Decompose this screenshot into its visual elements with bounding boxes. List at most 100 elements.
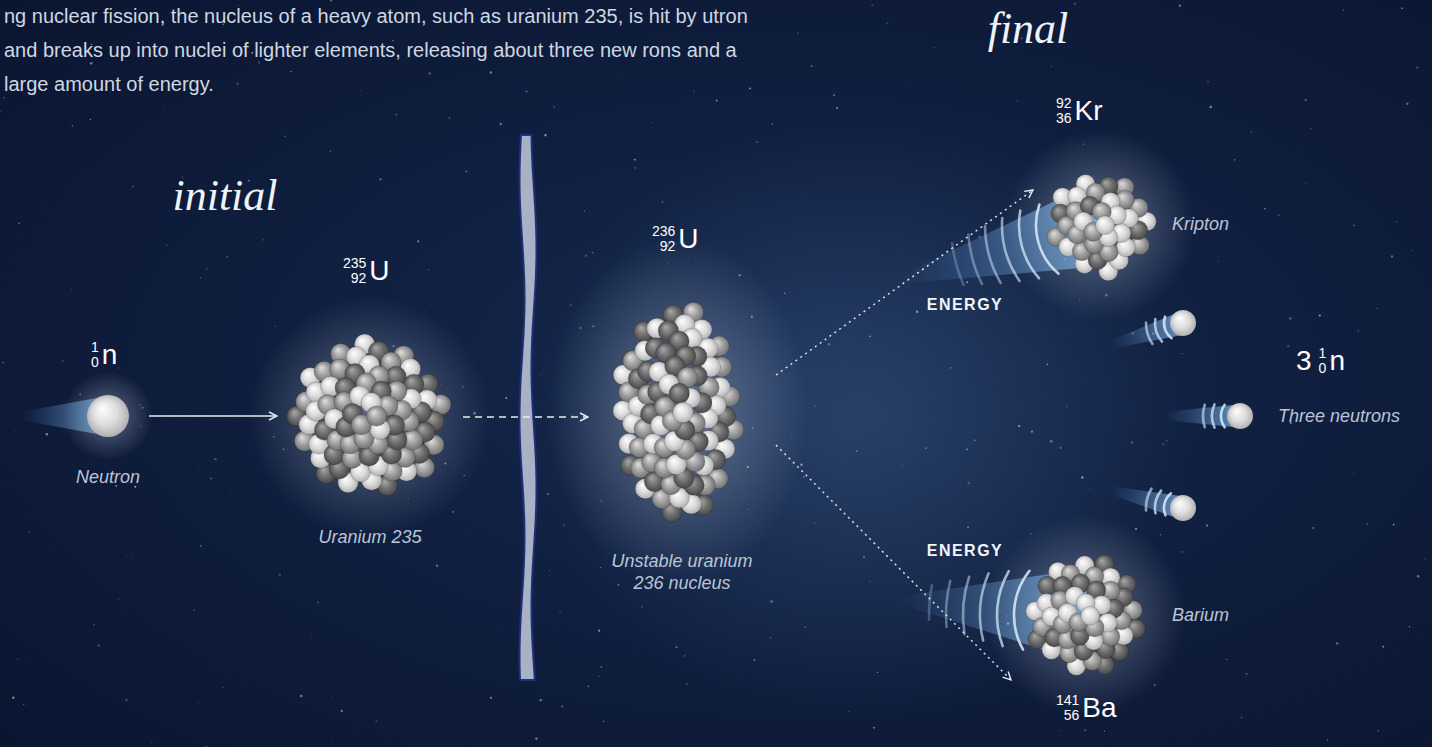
star <box>1278 214 1280 216</box>
label-box: final <box>988 3 1069 54</box>
caption-box: Unstable uranium 236 nucleus <box>597 550 767 594</box>
star <box>206 268 208 270</box>
star <box>1382 646 1384 648</box>
star <box>151 742 152 743</box>
neutron-ball <box>1170 310 1196 336</box>
particle-node: 310nThree neutrons <box>1272 340 1406 433</box>
isotope-notation: 9236Kr <box>1056 96 1103 126</box>
star <box>200 277 201 278</box>
star <box>1179 5 1181 7</box>
particle-caption: Neutron <box>76 466 140 488</box>
star <box>490 71 492 73</box>
star <box>1264 208 1266 210</box>
mass-number: 236 <box>652 224 675 239</box>
reaction-arrow <box>463 416 588 417</box>
star <box>1297 150 1299 152</box>
nucleus-cluster <box>287 334 451 496</box>
star <box>15 430 16 431</box>
star <box>584 211 585 212</box>
star <box>90 62 93 65</box>
star <box>1241 717 1242 718</box>
atomic-number: 36 <box>1056 111 1072 126</box>
star <box>226 256 228 258</box>
star <box>1353 225 1355 227</box>
star <box>300 695 303 698</box>
star <box>601 666 603 668</box>
star <box>535 737 537 739</box>
particle-node: 23692U Unstable uranium 236 nucleus <box>591 218 773 600</box>
star <box>1312 527 1314 529</box>
star <box>93 624 95 626</box>
star <box>126 699 128 701</box>
star <box>598 676 599 677</box>
energy-wave <box>1221 405 1225 427</box>
star <box>553 106 555 108</box>
energy-beam <box>899 185 1111 284</box>
star <box>126 555 127 556</box>
element-symbol: n <box>1329 347 1345 375</box>
mass-number: 1 <box>91 340 99 355</box>
isotope-notation: 23592U <box>343 256 390 286</box>
particle-caption: Uranium 235 <box>318 526 421 548</box>
star <box>1234 159 1235 160</box>
star <box>23 704 24 705</box>
star <box>279 574 281 576</box>
star <box>1147 732 1148 733</box>
star <box>242 566 244 568</box>
star <box>72 125 74 127</box>
element-symbol: U <box>678 225 698 253</box>
star <box>526 90 528 92</box>
star <box>1425 558 1426 559</box>
stage-heading: initial <box>172 170 277 221</box>
star <box>1060 90 1062 92</box>
caption-box: Barium <box>1172 604 1229 626</box>
neutron-ball <box>87 395 129 437</box>
star <box>198 466 200 468</box>
nucleon <box>669 383 689 403</box>
particle-caption: Unstable uranium 236 nucleus <box>597 550 767 594</box>
nucleon-numbers: 10 <box>1319 346 1327 376</box>
star <box>1104 731 1105 732</box>
star <box>1409 626 1411 628</box>
star <box>1084 729 1086 731</box>
star <box>262 239 264 241</box>
star <box>906 82 908 84</box>
energy-wave <box>1146 322 1152 343</box>
star <box>598 630 600 632</box>
star <box>1207 81 1208 82</box>
star <box>194 610 195 611</box>
star <box>967 5 968 6</box>
star <box>164 105 165 106</box>
energy-wave <box>980 573 989 640</box>
particle-node: 14156BaBarium <box>1014 544 1235 729</box>
star <box>635 167 636 168</box>
star <box>330 0 332 2</box>
nucleon-numbers: 23692 <box>652 224 675 254</box>
nucleus-cluster <box>613 302 744 522</box>
star <box>549 570 550 571</box>
star <box>428 72 430 74</box>
star <box>1378 730 1379 731</box>
star <box>375 720 377 722</box>
mass-number: 1 <box>1319 346 1327 361</box>
nucleon-numbers: 14156 <box>1056 693 1079 723</box>
star <box>1391 255 1393 257</box>
star <box>131 553 132 554</box>
star <box>1246 673 1248 675</box>
star <box>1226 659 1227 660</box>
star <box>290 71 291 72</box>
star <box>17 659 18 660</box>
star <box>97 644 99 646</box>
star <box>465 170 468 173</box>
star <box>544 134 546 136</box>
star <box>886 22 888 24</box>
element-symbol: U <box>369 257 389 285</box>
energy-wave <box>985 226 1001 283</box>
particle-caption: Kripton <box>1172 213 1229 235</box>
star <box>871 4 872 5</box>
star <box>231 492 232 493</box>
star <box>417 240 419 242</box>
mass-number: 235 <box>343 256 366 271</box>
star <box>1272 325 1274 327</box>
